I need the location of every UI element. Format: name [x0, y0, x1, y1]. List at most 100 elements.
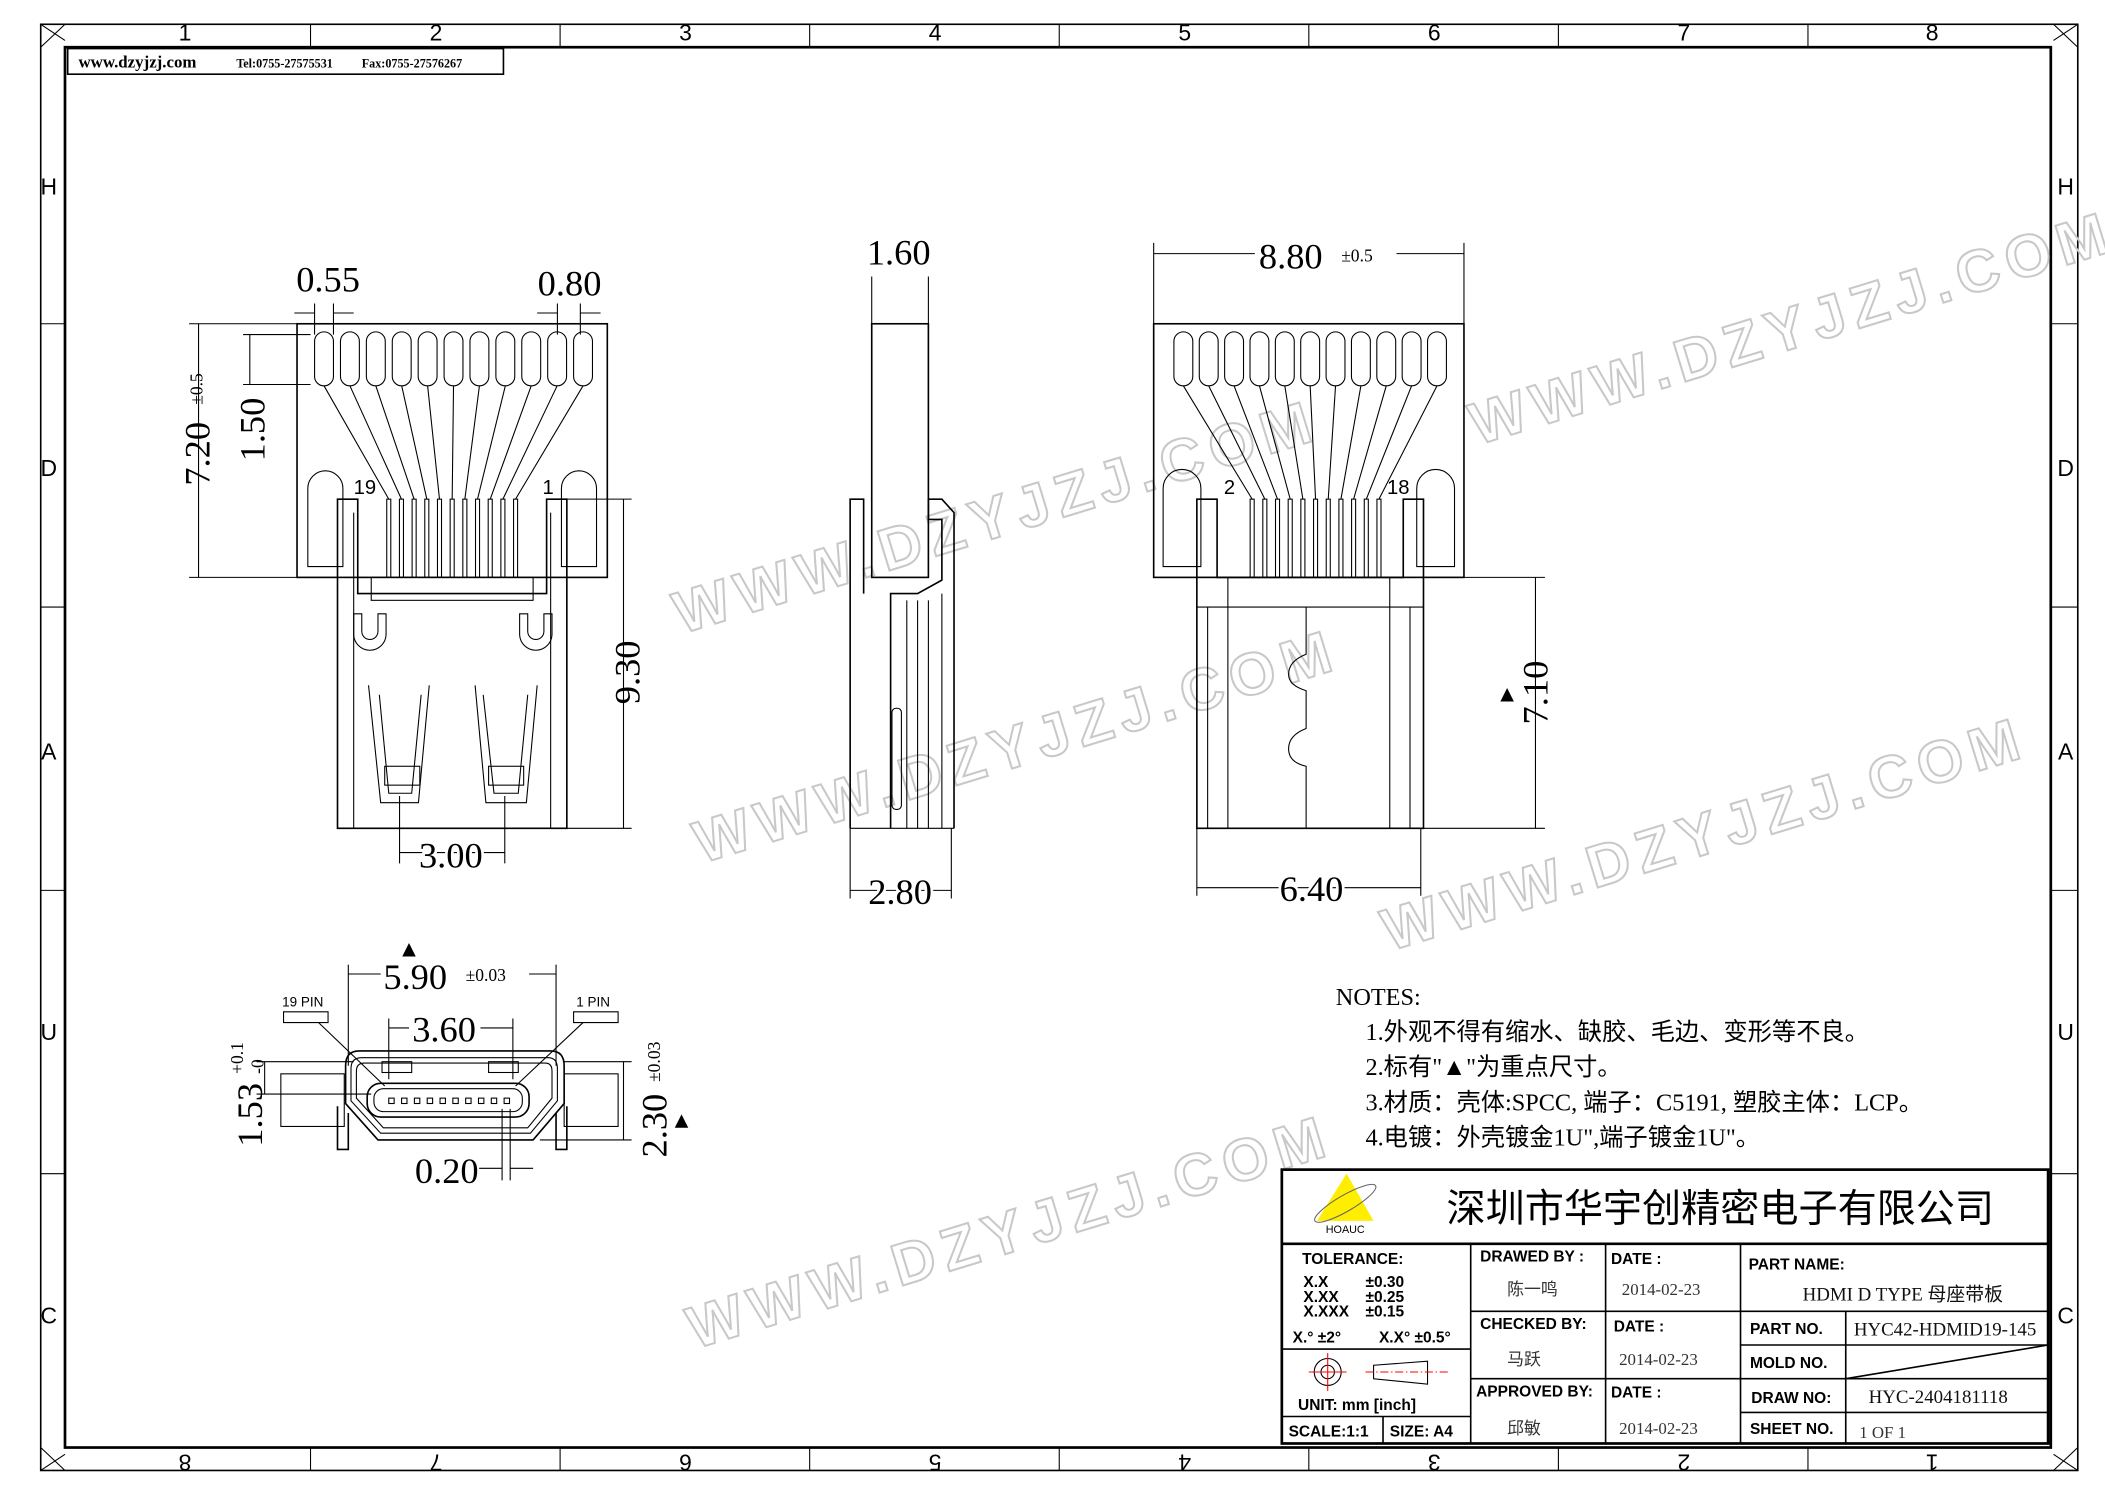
grid-column-labels-top: 1 2 3 4 5 6 7 8 — [179, 19, 1939, 45]
grid-col-label: 1 — [1926, 1449, 1939, 1475]
solder-pad — [573, 331, 594, 387]
terminal-pin — [1300, 498, 1306, 578]
terminal-pin — [1249, 498, 1255, 578]
terminal-pin — [411, 498, 417, 578]
grid-column-labels-bottom: 8 7 6 5 4 3 2 1 — [179, 1449, 1939, 1475]
terminal-pin — [1325, 498, 1331, 578]
terminal-pin — [487, 498, 493, 578]
date-approved: 2014-02-23 — [1619, 1419, 1698, 1438]
grid-col-label: 7 — [1677, 19, 1690, 45]
date-label: DATE : — [1614, 1319, 1665, 1336]
solder-pad — [1198, 331, 1219, 387]
terminal-pin — [1351, 498, 1357, 578]
pad-trace — [489, 385, 532, 500]
pin-label-1: 1 — [543, 477, 554, 499]
grid-col-label: 8 — [1926, 19, 1939, 45]
solder-pad — [469, 331, 490, 387]
watermark: WWW.DZYJZJ.COM — [1462, 198, 2105, 458]
terminal-pin — [1338, 498, 1344, 578]
terminal-pin — [1287, 498, 1293, 578]
solder-pad — [1173, 331, 1194, 387]
terminal-pin — [386, 498, 392, 578]
pad-trace — [1233, 385, 1279, 500]
contact-pin — [388, 1097, 395, 1105]
grid-col-label: 4 — [1178, 1449, 1191, 1475]
grid-row-label: A — [41, 739, 57, 765]
pad-trace — [1258, 385, 1291, 500]
pad-trace — [502, 385, 558, 500]
grid-col-label: 6 — [1428, 19, 1441, 45]
notes: NOTES: 1.外观不得有缩水、缺胶、毛边、变形等不良。 2.标有"▲"为重点… — [1336, 984, 1923, 1151]
solder-pad — [1426, 331, 1447, 387]
grid-col-label: 4 — [929, 19, 942, 45]
dim-pcb-thickness: 1.60 — [867, 232, 931, 272]
pad-trace — [323, 385, 390, 500]
tolerance-value: ±0.25 — [1365, 1289, 1404, 1306]
grid-row-label: U — [2057, 1019, 2074, 1045]
pad-trace — [477, 385, 506, 500]
dim-outer-width-tol: ±0.03 — [466, 965, 507, 985]
terminal-pin — [462, 498, 468, 578]
website-link[interactable]: www.dzyjzj.com — [78, 52, 196, 71]
company-name: 深圳市华宇创精密电子有限公司 — [1447, 1188, 1995, 1231]
watermarks: WWW.DZYJZJ.COM WWW.DZYJZJ.COM WWW.DZYJZJ… — [665, 197, 2105, 1363]
dim-opening-tol-plus: +0.1 — [227, 1042, 247, 1074]
drawing-frame — [39, 23, 2079, 1472]
grid-col-label: 2 — [430, 19, 443, 45]
dim-pin-width: 0.20 — [415, 1151, 479, 1191]
checked-by: 马跃 — [1507, 1350, 1541, 1369]
contact-pin — [452, 1097, 459, 1105]
terminal-pin — [1376, 498, 1382, 578]
terminal-pin — [1274, 498, 1281, 578]
solder-pad — [1325, 331, 1346, 387]
solder-pad — [1249, 331, 1270, 387]
company-logo: HOAUC — [1314, 1173, 1377, 1236]
date-label: DATE : — [1611, 1385, 1662, 1402]
logo-text: HOAUC — [1326, 1224, 1365, 1236]
pad-trace — [427, 385, 441, 500]
dim-pcb-height-tol: ±0.5 — [187, 373, 207, 405]
unit-label: UNIT: mm [inch] — [1298, 1397, 1416, 1414]
grid-col-label: 3 — [679, 19, 692, 45]
part-no: HYC42-HDMID19-145 — [1854, 1320, 2036, 1341]
size-label: SIZE: A4 — [1390, 1424, 1454, 1441]
header-box: www.dzyjzj.com Tel:0755-27575531 Fax:075… — [66, 47, 505, 76]
dim-pcb-width: 8.80 — [1259, 236, 1323, 276]
pad-trace — [515, 385, 584, 500]
solder-pad — [391, 331, 412, 387]
dim-pad-pitch: 0.80 — [538, 263, 602, 303]
solder-pad — [521, 331, 542, 387]
contact-pin — [439, 1097, 446, 1105]
grid-row-label: H — [41, 173, 58, 199]
end-view: 19 PIN 1 PIN 5.90 ±0.03 3.60 1.53 +0.1 -… — [227, 942, 689, 1191]
drawed-by: 陈一鸣 — [1507, 1280, 1558, 1299]
tolerance-label: TOLERANCE: — [1302, 1251, 1403, 1268]
grid-col-label: 5 — [929, 1449, 942, 1475]
dim-opening-height: 1.53 — [230, 1083, 270, 1147]
grid-row-label: D — [2057, 455, 2074, 481]
solder-pad — [1300, 331, 1321, 387]
dim-outer-height-tol: ±0.03 — [644, 1041, 664, 1082]
dim-pad-width: 0.55 — [296, 259, 360, 299]
watermark: WWW.DZYJZJ.COM — [686, 616, 1347, 876]
pin19-label: 19 PIN — [282, 994, 323, 1009]
drawed-by-label: DRAWED BY : — [1480, 1248, 1584, 1265]
pad-trace — [349, 385, 402, 500]
pin-label-2: 2 — [1224, 477, 1235, 499]
solder-pad — [417, 331, 438, 387]
solder-pad — [443, 331, 464, 387]
sheet-no: 1 OF 1 — [1859, 1423, 1906, 1442]
terminal-pin — [1313, 498, 1319, 578]
pad-trace — [1208, 385, 1266, 500]
contact-pin — [413, 1097, 421, 1105]
tolerance-key: X.XX — [1303, 1289, 1339, 1306]
notes-title: NOTES: — [1336, 984, 1421, 1011]
note-item: 2.标有"▲"为重点尺寸。 — [1365, 1054, 1621, 1081]
grid-row-label: D — [41, 455, 58, 481]
grid-col-label: 1 — [179, 19, 192, 45]
dim-inner-width: 3.60 — [412, 1009, 476, 1049]
grid-col-label: 7 — [430, 1449, 443, 1475]
part-name: HDMI D TYPE 母座带板 — [1803, 1283, 2004, 1305]
pad-trace — [1284, 385, 1304, 500]
